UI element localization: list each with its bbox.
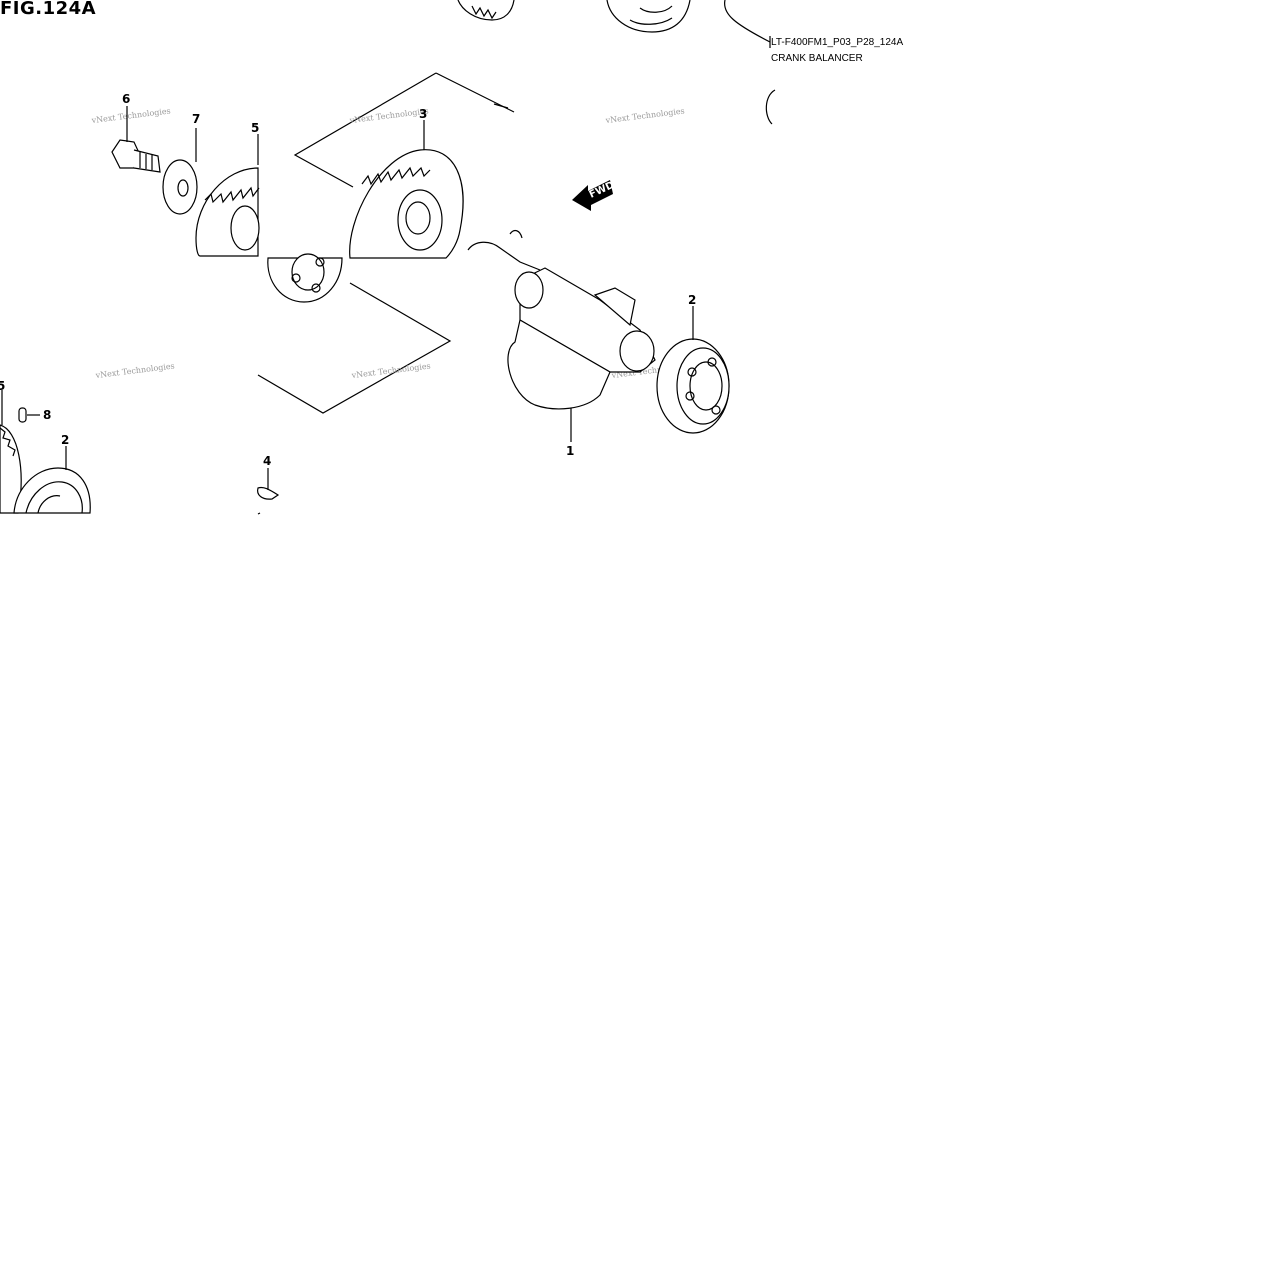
section-title: CRANK BALANCER <box>771 53 863 64</box>
callout-1: 1 <box>566 444 574 458</box>
key-part <box>257 468 280 515</box>
balancer-shaft-part <box>467 229 656 442</box>
washer-part <box>162 128 198 215</box>
watermark: vNext Technologies <box>90 106 171 125</box>
callout-6: 6 <box>122 92 130 106</box>
bolt-part <box>111 106 161 173</box>
bearing-part-right <box>656 306 730 434</box>
gear-top-left-partial <box>457 0 515 21</box>
gear-top-right-partial <box>606 0 691 33</box>
callout-2: 2 <box>688 293 696 307</box>
watermark: vNext Technologies <box>350 361 431 380</box>
gear-part <box>195 134 260 257</box>
watermark: vNext Technologies <box>94 361 175 380</box>
callout-8: 8 <box>43 408 51 422</box>
driven-gear-part <box>349 120 464 259</box>
assembly-outline <box>257 72 515 414</box>
callout-2-lower: 2 <box>61 433 69 447</box>
pin-part <box>18 407 40 423</box>
callout-3: 3 <box>419 107 427 121</box>
callout-7: 7 <box>192 112 200 126</box>
callout-4: 4 <box>263 454 271 468</box>
figure-number: FIG.124A <box>0 0 97 19</box>
watermark: vNext Technologies <box>348 106 429 125</box>
callout-labels: 1 2 2 3 4 5 5 6 7 8 <box>0 92 696 468</box>
callout-5-lower: 5 <box>0 379 5 393</box>
forward-arrow: FWD <box>572 180 616 211</box>
watermark: vNext Technologies <box>604 106 685 125</box>
bearing-part-hidden <box>267 253 343 303</box>
callout-5: 5 <box>251 121 259 135</box>
reference-code: LT-F400FM1_P03_P28_124A <box>771 37 904 48</box>
gear-part-lower <box>0 390 22 514</box>
bearing-part-lower <box>13 446 91 514</box>
reference-leader <box>724 0 776 125</box>
